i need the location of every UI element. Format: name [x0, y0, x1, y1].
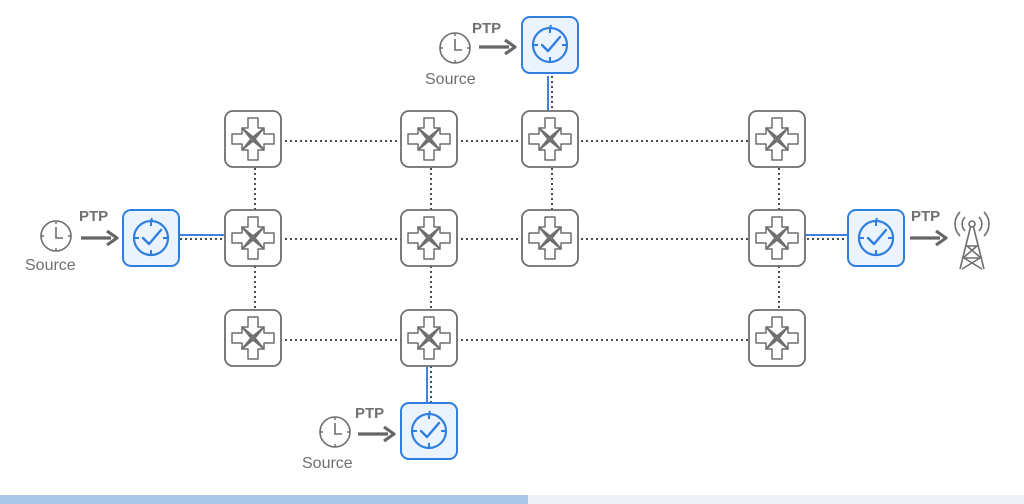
- link: [547, 76, 553, 112]
- switch-icon: [521, 110, 579, 168]
- switch-icon: [521, 209, 579, 267]
- source-group-top: PTP Source: [425, 20, 517, 88]
- ptp-label: PTP: [355, 405, 384, 422]
- switch-icon: [748, 209, 806, 267]
- source-group-left: PTP Source: [25, 208, 119, 274]
- link: [250, 266, 256, 310]
- output-group-right: PTP: [908, 208, 990, 270]
- link: [426, 168, 432, 210]
- ptp-label: PTP: [911, 208, 940, 225]
- link: [456, 136, 522, 142]
- link: [456, 234, 522, 240]
- link: [547, 168, 553, 210]
- link: [280, 136, 402, 142]
- link: [280, 234, 402, 240]
- link: [280, 335, 402, 341]
- source-label: Source: [25, 257, 76, 274]
- link: [774, 168, 780, 210]
- source-clock-icon: [439, 32, 471, 64]
- source-group-bottom: PTP Source: [302, 405, 396, 472]
- source-label: Source: [302, 455, 353, 472]
- grandmaster-clock-icon: [121, 208, 181, 268]
- source-clock-icon: [40, 220, 72, 252]
- grandmaster-clock-icon: [399, 401, 459, 461]
- grandmaster-clock-icon: [846, 208, 906, 268]
- bottom-bar-right: [528, 495, 1024, 504]
- link: [576, 136, 748, 142]
- link: [180, 234, 224, 240]
- link: [426, 266, 432, 310]
- link: [426, 366, 432, 402]
- arrow-icon: [356, 425, 396, 443]
- arrow-icon: [908, 229, 948, 247]
- link: [576, 234, 748, 240]
- links: [180, 76, 848, 402]
- cell-tower-icon: [954, 211, 990, 270]
- source-label: Source: [425, 71, 476, 88]
- switch-icon: [224, 209, 282, 267]
- ptp-label: PTP: [472, 20, 501, 37]
- arrow-icon: [79, 229, 119, 247]
- link: [250, 168, 256, 210]
- bottom-bar: [0, 495, 528, 504]
- switch-icon: [400, 309, 458, 367]
- switch-icon: [400, 110, 458, 168]
- source-clock-icon: [319, 416, 351, 448]
- switch-icon: [748, 309, 806, 367]
- link: [456, 335, 748, 341]
- arrow-icon: [477, 38, 517, 56]
- ptp-label: PTP: [79, 208, 108, 225]
- grandmaster-clock-icon: [520, 15, 580, 75]
- link: [774, 266, 780, 310]
- switch-icon: [748, 110, 806, 168]
- switch-icon: [224, 309, 282, 367]
- switch-icon: [224, 110, 282, 168]
- switch-icon: [400, 209, 458, 267]
- link: [802, 234, 848, 240]
